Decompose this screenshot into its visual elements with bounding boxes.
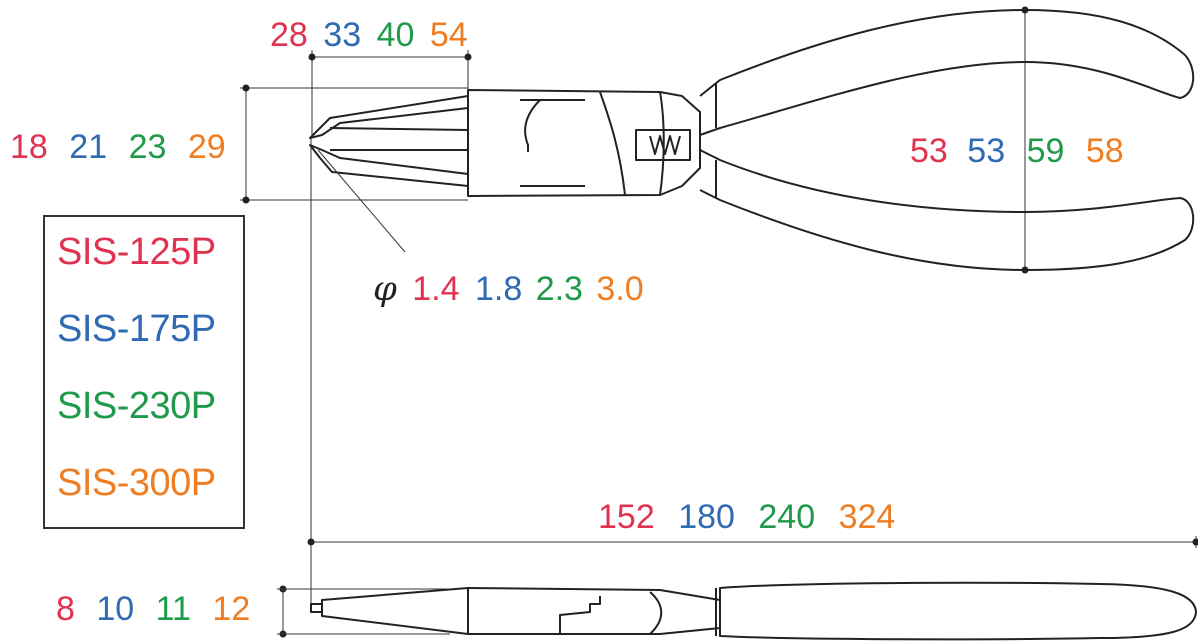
overall-length-value: 180 [678, 498, 735, 536]
thickness-value: 11 [156, 590, 191, 628]
legend-item-sis-175p: SIS-175P [57, 308, 216, 350]
lower-handle [699, 149, 1195, 271]
handle-spread-value: 53 [967, 132, 1005, 170]
legend-item-sis-125p: SIS-125P [57, 231, 216, 273]
plier-top-view [309, 9, 1195, 271]
spring [635, 129, 691, 161]
tip-diameter-value: 1.4 [412, 270, 459, 308]
thickness-label: 8 10 11 12 [56, 590, 250, 628]
jaw-length-value: 54 [430, 16, 468, 54]
head-height-label: 18 21 23 29 [10, 128, 226, 166]
lower-jaw [309, 144, 469, 187]
legend-item-sis-300p: SIS-300P [57, 462, 216, 504]
tip-diameter-value: 2.3 [536, 270, 583, 308]
thickness-value: 8 [56, 590, 75, 628]
head-height-value: 23 [129, 128, 167, 166]
tip-diameter-value: 3.0 [596, 270, 643, 308]
handle-spread-value: 53 [910, 132, 948, 170]
handle-spread-value: 58 [1086, 132, 1124, 170]
side-dimension-lines [277, 588, 450, 635]
head-height-value: 21 [69, 128, 107, 166]
overall-length-value: 240 [758, 498, 815, 536]
jaw-length-value: 33 [323, 16, 361, 54]
handle-spread-value: 59 [1027, 132, 1065, 170]
jaw-length-value: 28 [270, 16, 308, 54]
legend-item-sis-230p: SIS-230P [57, 385, 216, 427]
joint-body [467, 89, 701, 197]
dimension-dots [242, 6, 1198, 638]
overall-length-label: 152 180 240 324 [598, 498, 895, 536]
tip-diameter-value: 1.8 [475, 270, 522, 308]
head-height-value: 18 [10, 128, 48, 166]
model-legend: SIS-125P SIS-175P SIS-230P SIS-300P [43, 215, 245, 529]
jaw-length-value: 40 [377, 16, 415, 54]
head-height-value: 29 [188, 128, 226, 166]
plier-side-view [310, 581, 1197, 641]
jaw-length-label: 28 33 40 54 [270, 16, 468, 54]
thickness-value: 10 [96, 590, 134, 628]
overall-length-value: 324 [839, 498, 896, 536]
handle-spread-label: 53 53 59 58 [910, 132, 1124, 170]
thickness-value: 12 [212, 590, 250, 628]
upper-handle [699, 9, 1195, 136]
overall-length-value: 152 [598, 498, 655, 536]
upper-jaw [309, 95, 469, 139]
tip-diameter-label: φ 1.4 1.8 2.3 3.0 [373, 269, 644, 309]
diameter-symbol: φ [373, 269, 397, 309]
top-dimension-lines [240, 10, 1197, 604]
